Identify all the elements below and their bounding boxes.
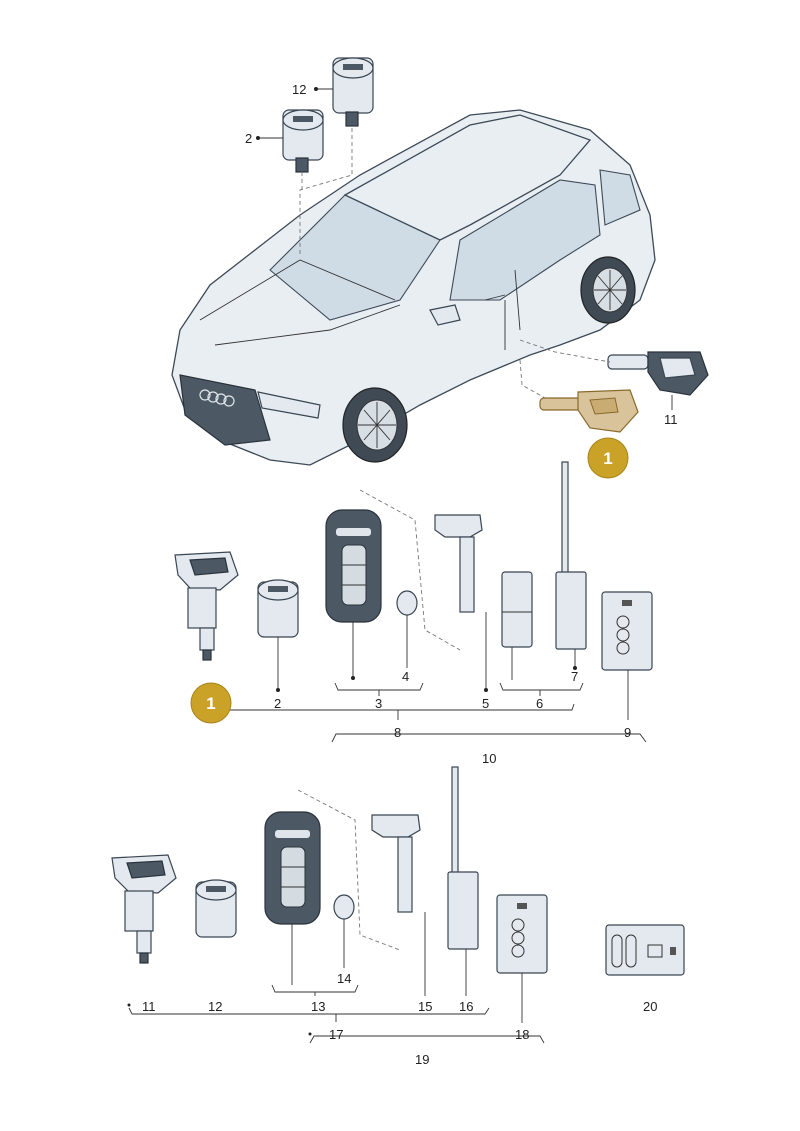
label-13-set-b: 13 [311,999,325,1014]
label-19-set-b: 19 [415,1052,429,1067]
badge-1-car: 1 [587,437,629,479]
lock-cylinder-12 [195,879,237,938]
lock-cylinder-2-top [282,109,324,173]
label-7-set-a: 7 [571,669,578,684]
label-3-set-a: 3 [375,696,382,711]
car-illustration [171,109,656,466]
badge-1-set-a-text: 1 [206,694,215,713]
label-17-set-b: 17 [329,1027,343,1042]
label-8-set-a: 8 [394,725,401,740]
label-4-set-a: 4 [402,669,409,684]
key-card-6 [501,571,533,680]
antenna-card-16 [447,766,479,996]
ignition-lock-1 [174,551,239,661]
highlighted-lock-1-car [539,389,639,433]
label-20-set-b: 20 [643,999,657,1014]
door-lock-11-car [607,351,709,410]
label-16-set-b: 16 [459,999,473,1014]
label-15-set-b: 15 [418,999,432,1014]
label-12-set-b: 12 [208,999,222,1014]
key-fob-3 [325,509,382,680]
front-wheel [342,387,408,463]
label-12-car: 12 [292,82,306,97]
label-18-set-b: 18 [515,1027,529,1042]
badge-1-set-a: 1 [190,682,232,724]
label-2-car: 2 [245,131,252,146]
lock-cylinder-12-top [332,57,374,127]
card-20 [605,924,685,976]
label-11-car: 11 [664,412,678,427]
label-2-set-a: 2 [274,696,281,711]
label-10-set-a: 10 [482,751,496,766]
label-6-set-a: 6 [536,696,543,711]
label-11-set-b: 11 [142,999,156,1014]
audi-card-9 [601,591,653,720]
rear-wheel [580,256,636,324]
lock-cylinder-2 [257,579,299,692]
emergency-key-5 [434,514,488,692]
key-fob-13 [264,811,321,985]
label-9-set-a: 9 [624,725,631,740]
ignition-lock-11 [111,854,177,964]
emergency-key-15 [371,814,426,996]
side-mirror [429,304,461,326]
label-5-set-a: 5 [482,696,489,711]
battery-14 [333,894,355,968]
antenna-card-7 [555,461,587,670]
audi-card-18 [496,894,548,1023]
audi-rings-logo [199,389,235,407]
battery-4 [396,590,418,668]
badge-1-car-text: 1 [603,449,612,468]
label-14-set-b: 14 [337,971,351,986]
